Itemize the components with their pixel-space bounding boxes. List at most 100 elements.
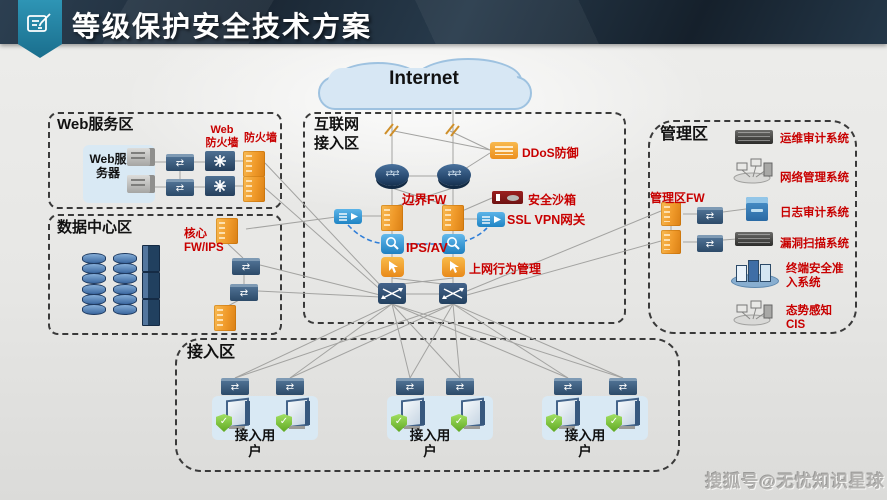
ssl-vpn-gateway-icon xyxy=(334,209,362,224)
user-pc-icon xyxy=(546,397,583,432)
network-topology-icon xyxy=(732,298,776,326)
zone-title-web: Web服务区 xyxy=(57,116,134,133)
ips-av-appliance-icon xyxy=(381,234,404,254)
sandbox-appliance-icon xyxy=(492,191,523,204)
switch-icon xyxy=(230,284,258,301)
firewall-label: 防火墙 xyxy=(244,132,277,144)
link-marker-icon xyxy=(384,123,460,137)
user-pc-icon xyxy=(606,397,643,432)
edit-document-icon xyxy=(18,0,62,58)
zone-title-access: 接入区 xyxy=(187,344,236,361)
firewall-icon xyxy=(661,202,681,226)
access-user-label: 接入用 户 xyxy=(564,428,606,460)
sandbox-label: 安全沙箱 xyxy=(528,193,577,207)
tower-server-icon xyxy=(142,272,160,299)
shield-check-icon xyxy=(606,414,622,432)
shield-check-icon xyxy=(546,414,562,432)
switch-icon xyxy=(396,378,424,395)
zone-internet-access xyxy=(303,112,626,324)
switch-icon xyxy=(697,207,723,224)
network-topology-icon xyxy=(732,156,776,184)
switch-icon xyxy=(166,154,194,171)
database-icon xyxy=(113,284,137,315)
behavior-label: 上网行为管理 xyxy=(469,262,542,276)
header-bar xyxy=(0,0,887,44)
rack-server-icon xyxy=(735,130,773,144)
behavior-management-appliance-icon xyxy=(442,257,465,277)
system-label: 态势感知 CIS xyxy=(786,305,832,331)
server-cube-icon xyxy=(746,197,768,221)
system-label: 网络管理系统 xyxy=(780,172,849,184)
access-user-label: 接入用 户 xyxy=(234,428,276,460)
shield-check-icon xyxy=(451,414,467,432)
switch-icon xyxy=(697,235,723,252)
zone-title-internet-access: 互联网 接入区 xyxy=(314,116,360,152)
firewall-icon xyxy=(442,205,464,231)
server-platform-icon xyxy=(731,260,779,288)
core-switch-icon xyxy=(439,283,467,304)
user-pc-icon xyxy=(451,397,488,432)
web-firewall-icon xyxy=(205,151,235,171)
system-label: 漏洞扫描系统 xyxy=(780,238,849,250)
management-fw-label: 管理区FW xyxy=(650,191,705,205)
system-label: 运维审计系统 xyxy=(780,133,849,145)
web-server-label: Web服 务器 xyxy=(89,152,127,181)
database-icon xyxy=(82,284,106,315)
router-icon xyxy=(437,164,471,186)
access-user-label: 接入用 户 xyxy=(409,428,451,460)
switch-icon xyxy=(166,179,194,196)
firewall-icon xyxy=(381,205,403,231)
ddos-appliance-icon xyxy=(490,142,518,159)
shield-check-icon xyxy=(391,414,407,432)
rack-server-icon xyxy=(735,232,773,246)
switch-icon xyxy=(446,378,474,395)
page-title: 等级保护安全技术方案 xyxy=(72,11,373,42)
switch-icon xyxy=(276,378,304,395)
ssl-vpn-label: SSL VPN网关 xyxy=(507,213,586,227)
firewall-icon xyxy=(216,218,238,244)
database-icon xyxy=(113,253,137,284)
server-icon xyxy=(127,148,155,166)
system-label: 终端安全准 入系统 xyxy=(786,263,844,289)
router-icon xyxy=(375,164,409,186)
border-fw-label: 边界FW xyxy=(402,193,447,207)
internet-cloud: Internet xyxy=(318,58,532,110)
firewall-icon xyxy=(214,305,236,331)
user-pc-icon xyxy=(276,397,313,432)
switch-icon xyxy=(609,378,637,395)
firewall-icon xyxy=(243,151,265,177)
internet-label: Internet xyxy=(389,68,459,89)
core-switch-icon xyxy=(378,283,406,304)
zone-title-datacenter: 数据中心区 xyxy=(57,219,133,236)
vpn-tunnel-line xyxy=(347,224,488,245)
tower-server-icon xyxy=(142,245,160,272)
switch-icon xyxy=(221,378,249,395)
zone-management xyxy=(648,120,857,334)
ips-av-appliance-icon xyxy=(442,234,465,254)
tower-server-icon xyxy=(142,299,160,326)
core-fw-ips-label: 核心 FW/IPS xyxy=(184,228,224,254)
zone-title-management: 管理区 xyxy=(660,126,709,143)
switch-icon xyxy=(554,378,582,395)
web-firewall-icon xyxy=(205,176,235,196)
database-icon xyxy=(82,253,106,284)
watermark: 搜狐号@无忧知识星球 xyxy=(705,472,885,491)
firewall-icon xyxy=(243,176,265,202)
ips-av-label: IPS/AV xyxy=(406,240,448,255)
system-label: 日志审计系统 xyxy=(780,207,849,219)
switch-icon xyxy=(232,258,260,275)
shield-check-icon xyxy=(216,414,232,432)
zone-web-service xyxy=(48,112,282,209)
firewall-icon xyxy=(661,230,681,254)
user-pc-icon xyxy=(391,397,428,432)
ssl-vpn-gateway-icon xyxy=(477,212,505,227)
zone-access xyxy=(175,338,680,472)
behavior-management-appliance-icon xyxy=(381,257,404,277)
user-pc-icon xyxy=(216,397,253,432)
shield-check-icon xyxy=(276,414,292,432)
web-firewall-label: Web 防火墙 xyxy=(205,124,239,150)
ddos-label: DDoS防御 xyxy=(522,146,579,160)
server-icon xyxy=(127,175,155,193)
